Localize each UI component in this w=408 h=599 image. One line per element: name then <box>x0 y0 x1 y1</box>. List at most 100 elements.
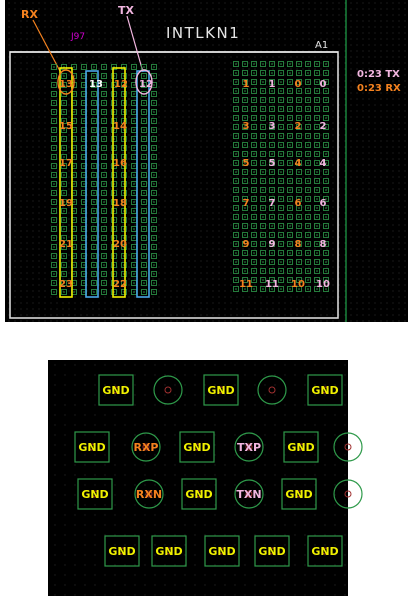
via <box>93 201 95 203</box>
via <box>103 138 105 140</box>
pad <box>314 196 320 202</box>
pad <box>278 178 284 184</box>
via <box>73 120 75 122</box>
via <box>235 63 237 65</box>
pad <box>269 151 275 157</box>
via <box>271 288 273 290</box>
via <box>253 153 255 155</box>
via <box>103 201 105 203</box>
via <box>83 120 85 122</box>
rx-column-highlight <box>59 67 73 298</box>
via <box>307 198 309 200</box>
via <box>143 156 145 158</box>
via <box>103 156 105 158</box>
via <box>307 135 309 137</box>
via <box>298 99 300 101</box>
via <box>316 135 318 137</box>
gnd-label: GND <box>258 545 285 558</box>
pad <box>111 208 117 214</box>
pad <box>278 187 284 193</box>
via <box>73 273 75 275</box>
via <box>73 93 75 95</box>
via <box>153 174 155 176</box>
via <box>83 93 85 95</box>
via <box>280 108 282 110</box>
via <box>280 270 282 272</box>
via <box>289 225 291 227</box>
pad <box>151 145 157 151</box>
pad <box>51 208 57 214</box>
pad <box>323 259 329 265</box>
pad <box>51 280 57 286</box>
via <box>63 102 65 104</box>
pad <box>233 79 239 85</box>
a1-label: A1 <box>315 40 328 51</box>
via <box>325 162 327 164</box>
pad <box>233 286 239 292</box>
pad <box>233 259 239 265</box>
via <box>73 174 75 176</box>
pad <box>242 187 248 193</box>
pin-label: 8 <box>295 239 302 250</box>
pad <box>323 133 329 139</box>
via <box>93 210 95 212</box>
pad <box>269 187 275 193</box>
via <box>63 219 65 221</box>
pad <box>296 169 302 175</box>
pad <box>278 250 284 256</box>
pad <box>91 136 97 142</box>
pad <box>278 97 284 103</box>
pad <box>251 115 257 121</box>
via <box>63 147 65 149</box>
pad <box>111 109 117 115</box>
via <box>298 126 300 128</box>
pad <box>61 181 67 187</box>
via <box>235 234 237 236</box>
pad <box>278 133 284 139</box>
via <box>307 261 309 263</box>
via <box>133 165 135 167</box>
drill-hole <box>321 386 329 394</box>
pad <box>242 196 248 202</box>
via <box>53 237 55 239</box>
via <box>133 237 135 239</box>
pin-label: 17 <box>59 158 73 169</box>
pad <box>305 187 311 193</box>
pad <box>233 277 239 283</box>
gnd-pad <box>307 535 343 567</box>
pad <box>260 70 266 76</box>
pad <box>314 79 320 85</box>
pad <box>121 226 127 232</box>
pad <box>121 154 127 160</box>
pad <box>242 160 248 166</box>
via <box>262 135 264 137</box>
pin-label: 1 <box>269 79 276 90</box>
pad <box>91 262 97 268</box>
pad <box>61 100 67 106</box>
via <box>93 120 95 122</box>
pad <box>151 289 157 295</box>
via <box>235 198 237 200</box>
via <box>280 225 282 227</box>
pad <box>111 271 117 277</box>
pad <box>278 277 284 283</box>
pad <box>91 253 97 259</box>
via <box>316 162 318 164</box>
pad <box>323 88 329 94</box>
pad <box>269 124 275 130</box>
via <box>235 288 237 290</box>
pad <box>141 73 147 79</box>
pad <box>323 232 329 238</box>
pad <box>51 217 57 223</box>
pad <box>296 205 302 211</box>
via <box>298 198 300 200</box>
pad <box>287 223 293 229</box>
signal-label: RXP <box>133 441 158 454</box>
pad <box>91 73 97 79</box>
pad <box>101 91 107 97</box>
via <box>73 66 75 68</box>
via <box>73 228 75 230</box>
via <box>103 93 105 95</box>
via <box>253 81 255 83</box>
via <box>244 72 246 74</box>
